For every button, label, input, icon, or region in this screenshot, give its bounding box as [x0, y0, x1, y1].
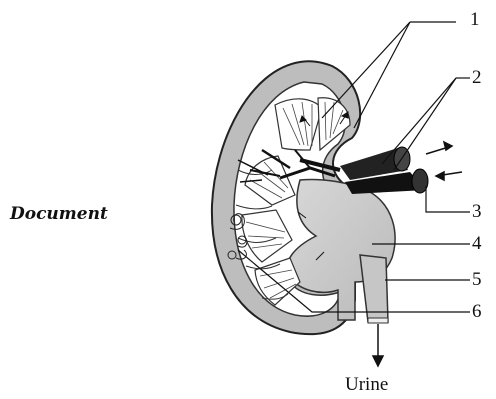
callout-1: 1: [470, 10, 480, 29]
urine-arrow: [373, 324, 383, 366]
side-label: Document: [10, 204, 108, 224]
vessel-arrows: [426, 142, 462, 180]
urine-label: Urine: [345, 374, 388, 396]
callout-6: 6: [472, 302, 482, 321]
ureter-end: [368, 318, 388, 323]
callout-2: 2: [472, 68, 482, 87]
callout-5: 5: [472, 270, 482, 289]
callout-3: 3: [472, 202, 482, 221]
callout-4: 4: [472, 234, 482, 253]
